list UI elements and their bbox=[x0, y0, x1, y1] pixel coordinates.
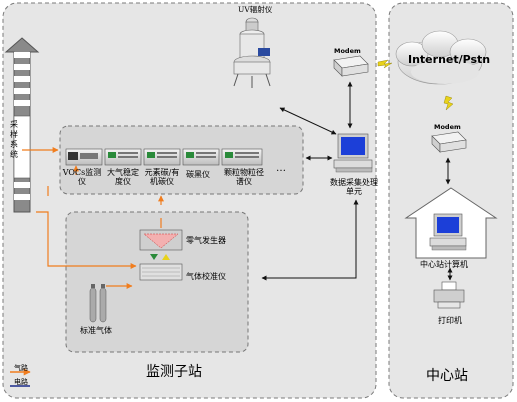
internet-label: Internet/Pstn bbox=[408, 53, 491, 66]
gas-calibrator bbox=[139, 254, 183, 281]
carbon-black-instrument bbox=[182, 148, 220, 166]
modem-left bbox=[333, 55, 369, 77]
lightning-icon bbox=[443, 95, 454, 111]
std-gas-label: 标准气体 bbox=[80, 326, 112, 335]
vocs-label: VOCs监测仪 bbox=[62, 168, 102, 187]
vocs-instrument bbox=[65, 148, 103, 166]
daq-label: 数据采集处理单元 bbox=[330, 178, 378, 197]
zero-gas-label: 零气发生器 bbox=[186, 236, 226, 245]
carbon-black-label: 碳黑仪 bbox=[186, 170, 210, 179]
daq-computer bbox=[333, 133, 373, 173]
particle-size-instrument bbox=[221, 148, 263, 166]
modem-right bbox=[431, 131, 467, 153]
gas-lines bbox=[22, 147, 164, 289]
elec-lines bbox=[261, 81, 453, 281]
ellipsis-label: … bbox=[276, 163, 286, 174]
uv-label: UV辐射仪 bbox=[238, 5, 273, 14]
lightning-icon bbox=[377, 59, 393, 69]
atm-stability-label: 大气稳定度仪 bbox=[107, 168, 139, 187]
ec-oc-instrument bbox=[143, 148, 181, 166]
ec-oc-label: 元素碳/有机碳仪 bbox=[144, 168, 180, 187]
atmospheric-stability-instrument bbox=[104, 148, 142, 166]
calibration-panel bbox=[65, 211, 249, 353]
central-computer bbox=[429, 213, 467, 251]
central-computer-label: 中心站计算机 bbox=[420, 260, 468, 269]
sampling-system-arrow bbox=[4, 37, 40, 213]
legend-gas-label: 气路 bbox=[14, 364, 28, 372]
internet-cloud bbox=[395, 30, 487, 85]
monitoring-substation-title: 监测子站 bbox=[146, 364, 202, 380]
gas-calibrator-label: 气体校准仪 bbox=[186, 272, 226, 281]
instrument-panel bbox=[59, 125, 304, 195]
zero-gas-generator bbox=[139, 229, 183, 251]
legend-elec-label: 电路 bbox=[14, 378, 28, 386]
printer bbox=[433, 281, 465, 309]
modem-left-label: Modem bbox=[334, 47, 361, 55]
particle-size-label: 颗粒物粒径谱仪 bbox=[224, 168, 264, 187]
gas-cylinders bbox=[89, 284, 107, 323]
printer-label: 打印机 bbox=[438, 316, 462, 325]
central-station-title: 中心站 bbox=[426, 368, 468, 384]
sampling-system-label: 采样系统 bbox=[10, 120, 18, 159]
modem-right-label: Modem bbox=[434, 123, 461, 131]
uv-radiometer bbox=[233, 17, 271, 88]
